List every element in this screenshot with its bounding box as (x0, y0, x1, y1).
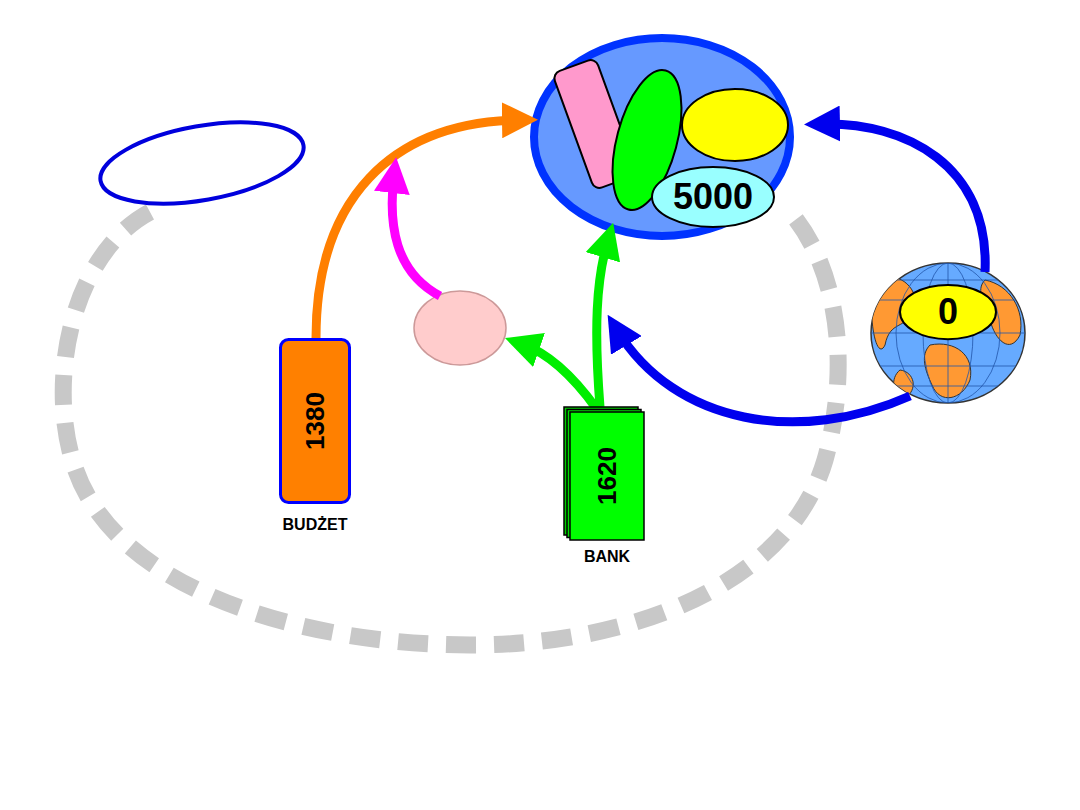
amount-number: 0 (938, 294, 958, 330)
amount-number: 5000 (673, 179, 753, 215)
cycle-loop (63, 212, 838, 645)
budget-arrow (316, 120, 520, 338)
foreign-arrow (617, 330, 910, 422)
credit-arrow (597, 240, 608, 407)
box-heading: BANK (584, 548, 630, 566)
value-ellipse: 0 (898, 283, 998, 341)
pink-circle (414, 291, 506, 365)
economy-ellipse (534, 38, 790, 236)
bank-box: 1620BANK (570, 412, 644, 540)
box-heading: BUDŻET (283, 516, 348, 534)
yellow-sector (682, 89, 788, 161)
amount-number: 1620 (594, 447, 620, 505)
value-ellipse: 5000 (650, 165, 776, 229)
budget-box: 1380BUDŻET (279, 338, 351, 504)
globe (870, 263, 1026, 403)
transfer-arrow (392, 175, 440, 296)
empty-ellipse (94, 109, 310, 218)
amount-number: 1380 (302, 392, 328, 450)
credit-arrow (522, 344, 596, 408)
foreign-arrow (822, 124, 985, 272)
